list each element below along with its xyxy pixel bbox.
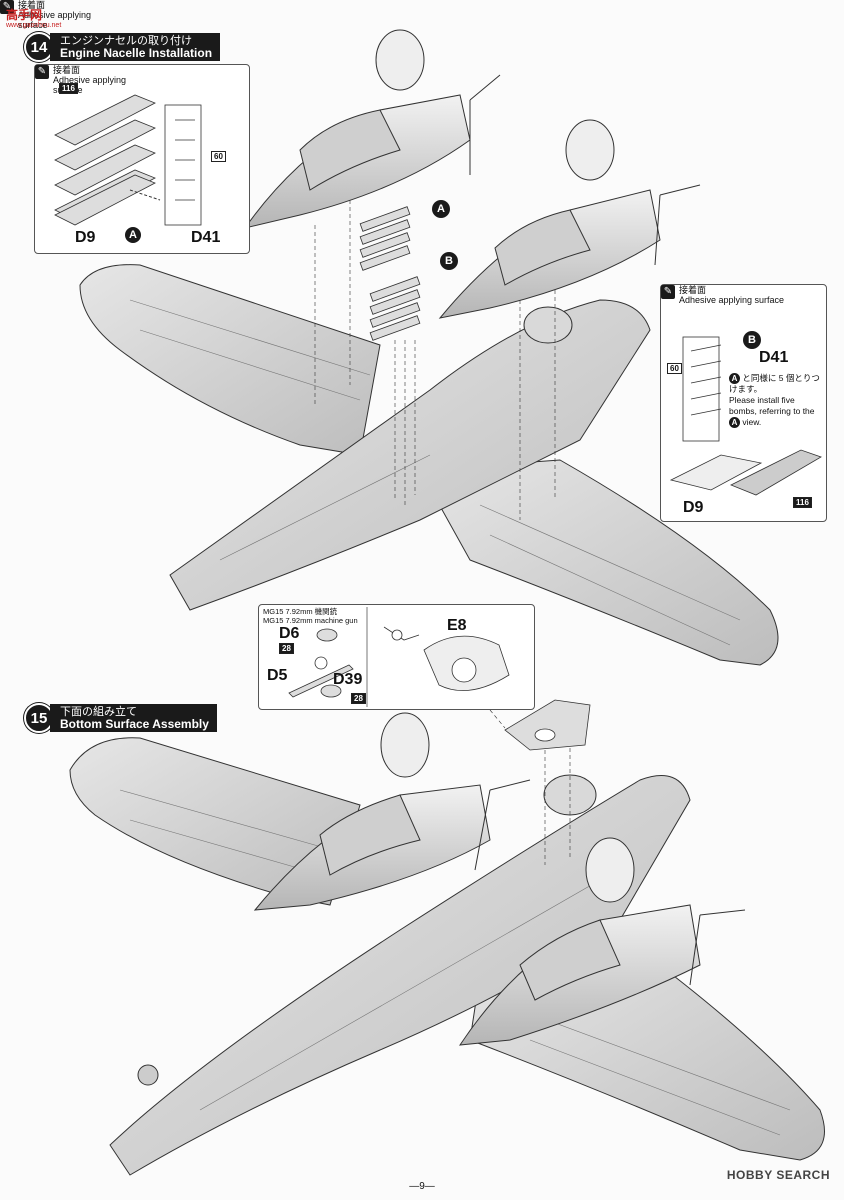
- mg15-inset: MG15 7.92mm 機関銃 MG15 7.92mm machine gun …: [258, 604, 535, 710]
- mg15-title-en: MG15 7.92mm machine gun: [263, 616, 358, 625]
- watermark-title: 高手网: [6, 8, 43, 22]
- part-number-28-b: 28: [351, 693, 366, 704]
- label-d41-b: D41: [759, 349, 789, 366]
- center-bomb-racks: [359, 206, 421, 341]
- label-d9-b: D9: [683, 499, 704, 516]
- bomb-rack-inset-a: 116 ✎ 接着面 Adhesive applying surface 60 D…: [34, 64, 250, 254]
- part-number-60: 60: [211, 151, 226, 162]
- install-note-en-pre: Please install five bombs, referring to …: [729, 395, 815, 416]
- label-e8: E8: [447, 617, 467, 634]
- glue-icon: ✎: [0, 0, 14, 14]
- label-d39: D39: [333, 671, 363, 688]
- watermark-url: www.gaoshou.net: [6, 22, 62, 29]
- callout-b: B: [440, 252, 458, 270]
- install-note: A と同様に 5 個とりつけます。 Please install five bo…: [729, 373, 823, 428]
- step-15-title-en: Bottom Surface Assembly: [60, 717, 209, 731]
- step-15-nacelle-right: [458, 837, 746, 1046]
- mg15-title: MG15 7.92mm 機関銃 MG15 7.92mm machine gun: [263, 607, 358, 625]
- mg15-drawing: [288, 607, 510, 707]
- part-number-28-a: 28: [279, 643, 294, 654]
- part-number-116-b: 116: [793, 497, 812, 508]
- step-14-label: エンジンナセルの取り付け Engine Nacelle Installation: [50, 33, 221, 61]
- glue-note-b-en: Adhesive applying surface: [679, 295, 785, 305]
- step-15-number: 15: [24, 703, 54, 733]
- circle-a: A: [125, 227, 141, 243]
- callout-a: A: [432, 200, 450, 218]
- install-note-jp: と同様に 5 個とりつけます。: [729, 373, 820, 394]
- hobby-search-logo: HOBBY SEARCH: [726, 1168, 830, 1182]
- bomb-rack-inset-b: ✎ 接着面 Adhesive applying surface B D41 60…: [660, 284, 827, 522]
- glue-note-b: ✎ 接着面 Adhesive applying surface: [661, 285, 801, 305]
- step-14-aircraft: [79, 264, 779, 666]
- page-number: —9—: [409, 1181, 435, 1192]
- glue-note-center-jp: 接着面: [18, 0, 46, 10]
- glue-icon: ✎: [35, 65, 49, 79]
- label-d9: D9: [75, 229, 96, 246]
- step-15-label: 下面の組み立て Bottom Surface Assembly: [50, 704, 217, 732]
- note-circle-a-2: A: [729, 417, 740, 428]
- label-d5: D5: [267, 667, 288, 684]
- glue-icon: ✎: [661, 285, 675, 299]
- label-d41: D41: [191, 229, 221, 246]
- part-number-60-b: 60: [667, 363, 682, 374]
- note-circle-a: A: [729, 373, 740, 384]
- step-14-header: 14 エンジンナセルの取り付け Engine Nacelle Installat…: [24, 32, 221, 62]
- step-14-nacelle-left: [243, 29, 501, 229]
- label-d6: D6: [279, 625, 300, 642]
- step-14-title-jp: エンジンナセルの取り付け: [60, 35, 192, 47]
- inset-b-drawing: [669, 336, 822, 496]
- step-15-nacelle-left: [253, 712, 531, 911]
- install-note-en-post: view.: [742, 417, 762, 427]
- mg15-title-jp: MG15 7.92mm 機関銃: [263, 607, 338, 616]
- step-15-header: 15 下面の組み立て Bottom Surface Assembly: [24, 703, 217, 733]
- glue-note-b-jp: 接着面: [679, 285, 707, 295]
- glue-note-a-jp: 接着面: [53, 65, 81, 75]
- step-15-title-jp: 下面の組み立て: [60, 706, 137, 718]
- step-14-nacelle-right: [438, 119, 701, 319]
- gun-mount-piece: [504, 699, 591, 751]
- glue-note-center-en: Adhesive applying surface: [18, 10, 92, 30]
- glue-note-center: ✎ 接着面 Adhesive applying surface: [0, 0, 100, 30]
- step-14-title-en: Engine Nacelle Installation: [60, 46, 213, 60]
- circle-b: B: [743, 331, 761, 349]
- inset-a-drawing: [54, 94, 202, 226]
- part-number-116: 116: [59, 83, 78, 94]
